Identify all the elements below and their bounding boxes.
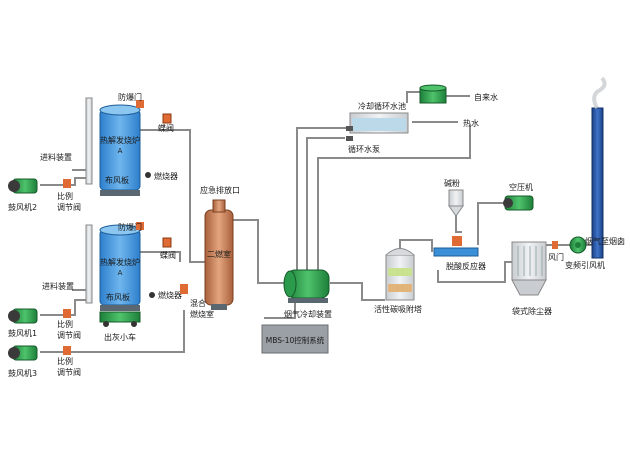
pipe-tap-water	[406, 91, 420, 103]
label-compressor: 空压机	[509, 182, 533, 192]
label-ranshaoqi-top: 燃烧器	[154, 171, 178, 181]
cooling-water-pool	[349, 112, 409, 134]
fan-1	[8, 308, 38, 324]
bag-filter	[511, 241, 547, 296]
label-diefa-bot: 蝶阀	[160, 250, 176, 260]
furnace-top-sublabel: A	[118, 147, 123, 155]
label-bili-mid: 比例	[57, 319, 73, 329]
chimney	[591, 76, 607, 259]
label-jinliao-top: 进料装置	[40, 152, 72, 162]
label-emergency: 应急排放口	[200, 185, 240, 195]
valve-bili-bot	[63, 346, 71, 355]
label-hot-water: 热水	[463, 118, 479, 128]
furnace-top: 热解发烧炉 A	[85, 97, 141, 196]
label-air-door: 风门	[548, 252, 564, 262]
label-bag-filter: 袋式除尘器	[512, 306, 552, 316]
label-jinliao-bot: 进料装置	[42, 281, 74, 291]
pipe-water-2	[306, 137, 345, 270]
furnace-bottom-base	[100, 305, 140, 311]
valve-fangbao-bot	[136, 222, 144, 230]
air-door-valve	[552, 241, 558, 249]
valve-fangbao-top	[136, 100, 144, 108]
pipe-deacid-out	[437, 261, 512, 283]
label-fan3: 鼓风机3	[8, 368, 37, 378]
label-cooling-device: 烟气冷却装置	[284, 309, 332, 319]
burner-bottom	[149, 292, 155, 298]
tap-water-tank	[419, 84, 447, 104]
label-bufengban-bot: 布风板	[106, 292, 130, 302]
furnace-top-cap	[99, 104, 141, 116]
label-bili-bot: 比例	[57, 356, 73, 366]
label-bufengban-top: 布风板	[105, 175, 129, 185]
label-fan1: 鼓风机1	[8, 328, 37, 338]
air-compressor	[503, 195, 534, 211]
pipe-fan3-air	[40, 310, 185, 353]
secondary-combustion-chamber: 二燃室	[204, 199, 234, 310]
pipe-carbon-out	[399, 239, 433, 252]
pipe-bot-furnace-out	[140, 251, 181, 262]
label-fangbao-bot: 防爆门	[118, 222, 142, 232]
furnace-top-base	[100, 190, 140, 196]
pipes	[40, 91, 592, 353]
label-bili-top-2: 调节阀	[57, 203, 81, 212]
valve-bili-mid	[63, 309, 71, 318]
label-water-pool: 冷却循环水池	[358, 101, 406, 111]
label-hunhe: 混合	[190, 298, 206, 308]
label-bili-bot-2: 调节阀	[57, 368, 81, 377]
label-deacid: 脱酸反应器	[446, 261, 486, 271]
ash-cart	[99, 311, 141, 327]
label-fan2: 鼓风机2	[8, 202, 37, 212]
label-carbon-tower: 活性碳吸附塔	[374, 304, 422, 314]
valve-hunhe	[180, 284, 188, 294]
label-alkali: 碱粉	[444, 178, 460, 188]
label-diefa-top: 蝶阀	[158, 123, 174, 133]
furnace-top-label: 热解发烧炉	[100, 135, 140, 145]
pipe-cool-out	[330, 282, 385, 301]
pipe-erran-out	[232, 219, 285, 284]
deacid-reactor	[433, 236, 479, 257]
furnace-bottom: 热解发烧炉 A	[85, 224, 141, 311]
furnace-bottom-sublabel: A	[118, 269, 123, 277]
fan-3	[8, 345, 38, 361]
furnace-bottom-chute	[85, 224, 93, 304]
pipe-water-3	[317, 125, 471, 270]
label-chimney: 烟气至烟囱	[585, 236, 625, 246]
label-control-system: MBS-10控制系统	[266, 335, 325, 345]
label-bili-top: 比例	[57, 191, 73, 201]
pipe-fan2-air	[40, 177, 92, 186]
label-tap-water: 自来水	[474, 92, 498, 102]
valve-bili-top	[63, 179, 71, 188]
activated-carbon-tower	[385, 248, 415, 301]
pipe-compressor	[477, 202, 505, 245]
pipe-alkali	[455, 210, 462, 233]
flue-gas-cooler	[283, 269, 330, 303]
label-bili-mid-2: 调节阀	[57, 331, 81, 340]
pipe-top-furnace-out	[140, 129, 205, 263]
pipe-fan1-air	[40, 299, 92, 316]
fan-2	[8, 178, 38, 194]
furnace-top-chute	[85, 97, 93, 185]
valve-diefa-bot	[162, 237, 172, 248]
label-hunhe-2: 燃烧室	[190, 309, 214, 319]
alkali-hopper	[448, 189, 464, 217]
label-erran: 二燃室	[207, 249, 231, 259]
burner-top	[145, 172, 151, 178]
label-induced-fan: 变频引风机	[565, 260, 605, 270]
furnace-bottom-label: 热解发烧炉	[100, 257, 140, 267]
label-chuhui: 出灰小车	[104, 332, 136, 342]
control-system-box: MBS-10控制系统	[261, 324, 329, 354]
valve-diefa-top	[162, 113, 172, 124]
induced-draft-fan	[569, 236, 587, 254]
label-ranshaoqi-bot: 燃烧器	[158, 290, 182, 300]
label-fangbao-top: 防爆门	[118, 92, 142, 102]
circulating-pump	[346, 126, 353, 141]
pipe-water-1	[296, 127, 352, 270]
pipe-control	[264, 300, 296, 319]
label-pump: 循环水泵	[348, 144, 380, 154]
